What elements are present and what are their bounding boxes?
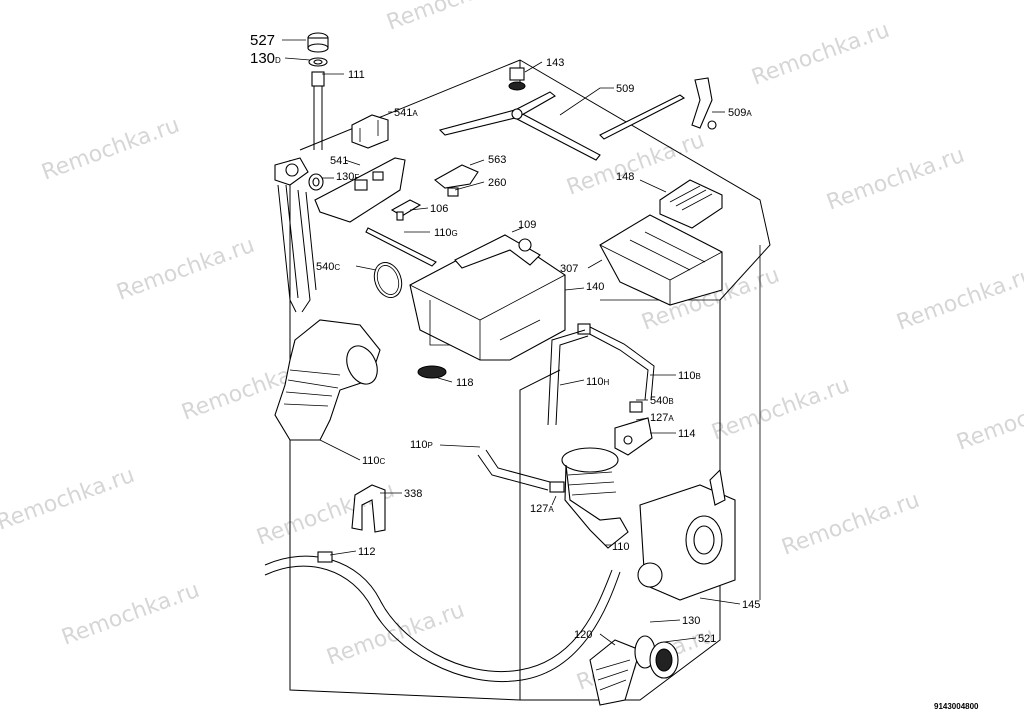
label-127a-top: 127A — [650, 412, 674, 424]
part-114-valve — [614, 417, 653, 456]
part-307-drawer — [599, 214, 723, 306]
watermark: Remochka.ru — [954, 383, 1024, 456]
label-130d: 130D — [250, 50, 281, 67]
watermark: Remochka.ru — [709, 373, 853, 446]
part-130f-washer — [308, 173, 324, 191]
part-110c-bellows — [274, 319, 381, 441]
label-307: 307 — [560, 263, 578, 275]
part-540b-clamp — [629, 401, 643, 413]
label-110g: 110G — [434, 227, 458, 239]
label-109: 109 — [518, 219, 536, 231]
part-labels: 527 130D 111 143 509 509A 541A 541 130F … — [250, 32, 760, 645]
label-563: 563 — [488, 154, 506, 166]
label-509a: 509A — [728, 107, 752, 119]
part-110p-pipe — [477, 449, 551, 491]
label-118: 118 — [456, 377, 474, 389]
part-521-cap — [649, 641, 679, 679]
label-106: 106 — [430, 203, 448, 215]
label-130: 130 — [682, 615, 700, 627]
part-112-drain-hose — [264, 551, 621, 682]
part-260-nut — [447, 187, 459, 197]
part-110b-hose — [577, 323, 655, 401]
label-260: 260 — [488, 177, 506, 189]
part-110-sump — [561, 447, 629, 549]
label-527: 527 — [250, 32, 275, 49]
watermark: Remochka.ru — [39, 113, 183, 186]
label-120: 120 — [574, 629, 592, 641]
part-106-screw — [390, 199, 422, 221]
part-109-140-dispenser — [409, 234, 566, 361]
label-140: 140 — [586, 281, 604, 293]
watermark: Remochka.ru — [384, 0, 528, 36]
label-110p: 110P — [410, 439, 433, 451]
label-143: 143 — [546, 57, 564, 69]
label-130f: 130F — [336, 171, 359, 183]
document-number: 9143004800 — [934, 702, 979, 711]
part-541-bracket — [314, 157, 406, 223]
watermark: Remochka.ru — [114, 233, 258, 306]
part-527-cap — [307, 32, 329, 53]
part-143-knob — [508, 67, 526, 91]
part-111-tube — [311, 71, 325, 150]
label-540b: 540B — [650, 395, 674, 407]
label-541: 541 — [330, 155, 348, 167]
cabinet-outline — [289, 59, 771, 701]
label-540c: 540C — [316, 261, 340, 273]
part-120-filter — [589, 639, 641, 706]
part-509a-lever — [691, 77, 717, 130]
watermark: Remochka.ru — [779, 488, 923, 561]
part-130d-washer — [308, 57, 328, 67]
part-110g-rod — [365, 227, 437, 267]
label-145: 145 — [742, 599, 760, 611]
watermark: Remochka.ru — [59, 578, 203, 651]
watermark: Remochka.ru — [749, 18, 893, 91]
part-inlet-valve — [274, 157, 317, 313]
part-118-cap — [417, 365, 447, 379]
leader-lines — [282, 39, 741, 646]
label-110h: 110H — [586, 376, 610, 388]
label-127a-bottom: 127A — [530, 503, 554, 515]
watermark: Remochka.ru — [824, 143, 968, 216]
part-541a-clip — [351, 114, 389, 149]
label-148: 148 — [616, 171, 634, 183]
watermark: Remochka.ru — [0, 463, 138, 536]
label-110: 110 — [612, 541, 630, 553]
watermark: Remochka.ru — [894, 263, 1024, 336]
label-521: 521 — [698, 633, 716, 645]
label-541a: 541A — [394, 107, 418, 119]
label-110b: 110B — [678, 370, 701, 382]
label-110c: 110C — [362, 455, 386, 467]
label-114: 114 — [678, 428, 696, 440]
part-127a-coupler — [549, 481, 565, 493]
part-540c-clamp — [373, 262, 403, 298]
label-111: 111 — [348, 69, 365, 81]
part-563-flap — [434, 164, 479, 189]
part-338-clip — [351, 484, 386, 533]
label-509: 509 — [616, 83, 634, 95]
part-spider-bracket — [438, 91, 601, 161]
label-338: 338 — [404, 488, 422, 500]
part-110h-pipe — [547, 329, 589, 426]
part-509-rod — [599, 94, 686, 140]
label-112: 112 — [358, 546, 376, 558]
part-148-switch — [659, 179, 723, 229]
part-145-pump — [637, 468, 736, 601]
